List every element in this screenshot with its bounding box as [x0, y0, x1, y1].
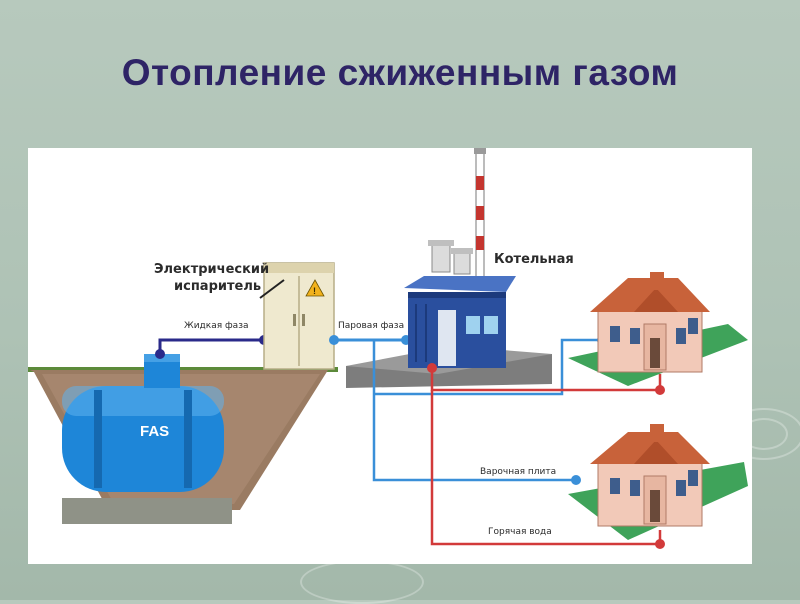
background-ripple: [300, 560, 424, 604]
electric-evaporator: !: [263, 262, 335, 370]
label-cooktop: Варочная плита: [480, 467, 556, 477]
house-upper: [568, 272, 748, 386]
gas-line-house-top: [372, 340, 574, 482]
gas-tank: FAS: [62, 354, 224, 492]
ground-line: [28, 367, 338, 372]
hot-water-line-upper: [430, 368, 662, 392]
house-lower: [568, 424, 748, 540]
label-liquid-phase: Жидкая фаза: [184, 321, 249, 331]
svg-text:!: !: [313, 286, 316, 296]
label-evaporator-line2: испаритель: [174, 279, 261, 294]
gas-heating-diagram: FAS !: [28, 148, 748, 549]
slide-title: Отопление сжиженным газом: [121, 52, 679, 93]
pipe-joint: [655, 385, 665, 395]
label-boiler-room: Котельная: [494, 252, 574, 267]
hot-water-line-lower: [430, 390, 662, 546]
tank-foundation: [62, 498, 232, 524]
pipe-joint: [571, 475, 581, 485]
gas-line-house-upper: [374, 338, 602, 396]
pipe-joint: [329, 335, 339, 345]
liquid-phase-pipe: [158, 338, 264, 354]
label-hot-water: Горячая вода: [488, 527, 552, 537]
warning-icon: [305, 279, 325, 297]
chimney: [474, 148, 486, 283]
diagram-panel: FAS !: [28, 148, 752, 564]
pipe-joint: [155, 349, 165, 359]
label-evaporator-line1: Электрический: [154, 262, 269, 277]
pipe-joint: [655, 539, 665, 549]
label-vapor-phase: Паровая фаза: [338, 321, 404, 331]
evaporator-pointer: [259, 279, 285, 299]
tank-logo: FAS: [140, 423, 169, 440]
pipe-joint: [427, 363, 437, 373]
boiler-room: [404, 240, 516, 368]
